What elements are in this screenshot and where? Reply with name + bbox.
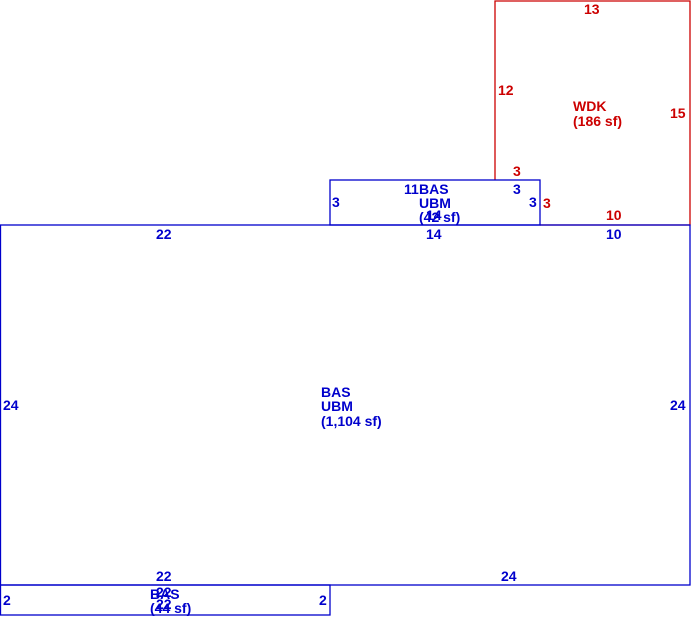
top-bump-area-overlap: 14 [426,207,442,223]
main-dim-top-right: 10 [606,226,622,242]
top-bump-sub: UBM [419,195,451,211]
main-dim-left: 24 [3,397,19,413]
wdk-dim-right: 15 [670,105,686,121]
bottom-strip-name: BAS [150,586,180,602]
wdk-dim-bottom: 10 [606,207,622,223]
wdk-area: (186 sf) [573,113,622,129]
bottom-strip-dim-right: 2 [319,592,327,608]
top-bump-area: (42 sf) [419,209,460,225]
main-dim-bottom-left: 22 [156,568,172,584]
bottom-strip-outline [0,584,331,616]
bottom-strip-area: (44 sf) [150,600,191,616]
main-dim-top-left: 22 [156,226,172,242]
wdk-dim-inner: 3 [513,163,521,179]
main-dim-top-mid: 14 [426,226,442,242]
main-area-outline [0,224,691,586]
top-bump-dim-top-left: 11 [404,181,419,197]
wdk-dim-step: 3 [543,195,551,211]
main-name: BAS [321,384,351,400]
bottom-strip-name-overlap: 22 [156,584,172,600]
main-dim-right: 24 [670,397,686,413]
main-area: (1,104 sf) [321,413,382,429]
top-bump-name: BAS [419,181,449,197]
main-sub: UBM [321,398,353,414]
wdk-dim-top: 13 [584,1,600,17]
wdk-name: WDK [573,98,606,114]
top-bump-dim-right: 3 [529,194,537,210]
top-bump-dim-left: 3 [332,194,340,210]
bottom-strip-dim-left: 2 [3,592,11,608]
bottom-strip-area-overlap: 22 [156,596,172,612]
wdk-dim-left: 12 [498,82,514,98]
top-bump-dim-top-right: 3 [513,181,521,197]
main-dim-bottom-right: 24 [501,568,517,584]
